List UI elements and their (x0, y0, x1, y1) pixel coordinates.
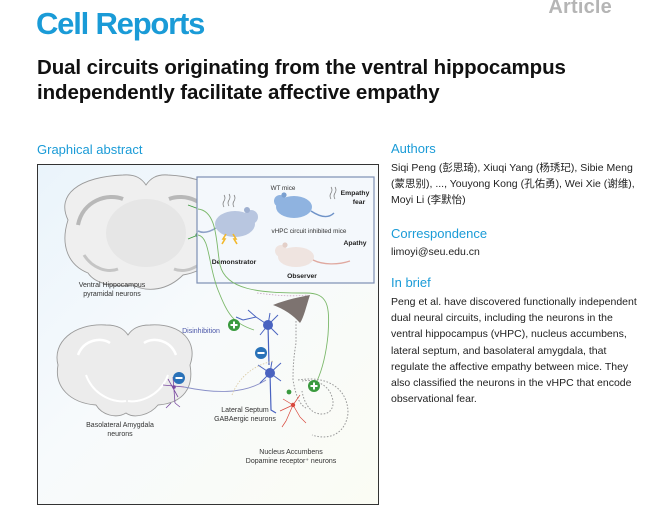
nac-label-line1: Nucleus Accumbens (259, 449, 323, 456)
wt-mice-label: WT mice (271, 185, 296, 192)
ls-neuron-lower (257, 360, 282, 414)
inhibited-mice-label: vHPC circuit inhibited mice (272, 228, 347, 235)
graphical-abstract-figure: Ventral Hippocampus pyramidal neurons (37, 164, 379, 505)
demonstrator-label: Demonstrator (212, 259, 257, 266)
authors-heading: Authors (391, 141, 436, 156)
observer-label: Observer (287, 273, 317, 280)
ls-label-line2: GABAergic neurons (214, 416, 276, 423)
fear-label: fear (353, 199, 366, 206)
bla-label-line2: neurons (107, 431, 133, 438)
in-brief-heading: In brief (391, 275, 431, 290)
demonstrator-mouse-icon (197, 193, 258, 245)
article-type-label: Article (548, 0, 612, 18)
paper-title: Dual circuits originating from the ventr… (37, 56, 566, 104)
disinhibition-label: Disinhibition (182, 328, 220, 335)
bla-label-line1: Basolateral Amygdala (86, 422, 154, 429)
correspondence-email[interactable]: limoyi@seu.edu.cn (391, 246, 480, 258)
vhpc-label-line2: pyramidal neurons (83, 291, 141, 298)
apathy-mouse-icon (275, 242, 351, 267)
behavior-inset: WT mice Empathy fear vHPC circuit inhibi… (196, 176, 375, 284)
journal-name[interactable]: Cell Reports (36, 6, 205, 41)
in-brief-text: Peng et al. have discovered functionally… (391, 296, 637, 406)
vhpc-label-line1: Ventral Hippocampus (79, 282, 146, 289)
wt-mouse-icon (274, 186, 337, 218)
correspondence-heading: Correspondence (391, 226, 488, 241)
empathy-label: Empathy (341, 190, 370, 197)
apathy-label: Apathy (343, 240, 366, 247)
bla-brain-section (56, 324, 193, 417)
ls-label-line1: Lateral Septum (221, 407, 269, 414)
nac-neuron (279, 389, 307, 428)
authors-list: Siqi Peng (彭思琦), Xiuqi Yang (杨琇玘), Sibie… (391, 162, 635, 207)
nac-label-line2: Dopamine receptor⁺ neurons (246, 458, 337, 465)
graphical-abstract-heading: Graphical abstract (37, 142, 143, 157)
ls-neuron-upper (235, 309, 279, 366)
